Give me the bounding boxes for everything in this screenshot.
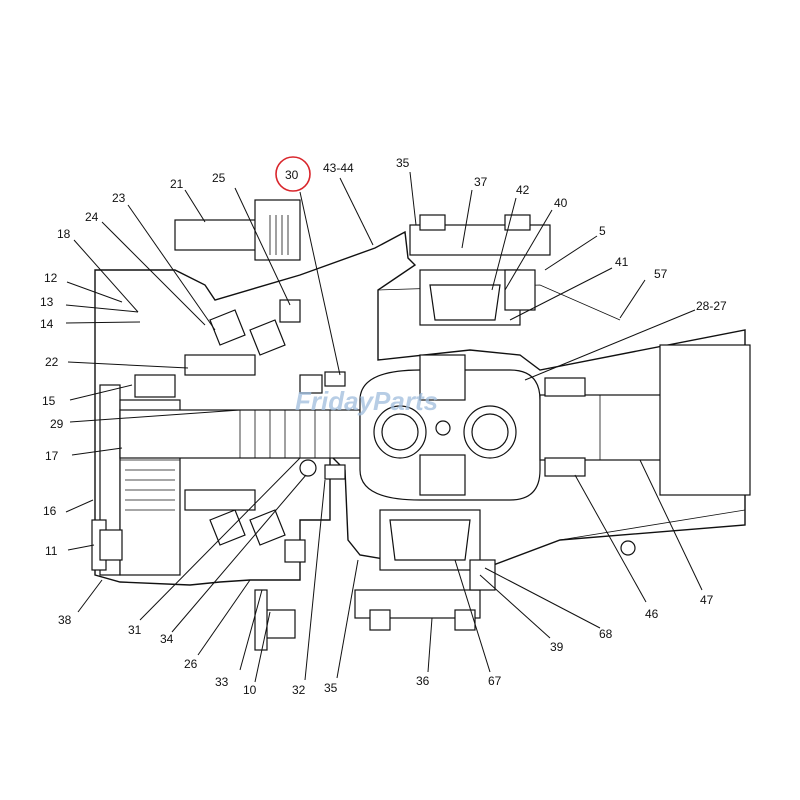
callout-5: 5: [599, 224, 606, 238]
callout-47: 47: [700, 593, 714, 607]
callout-35-bottom: 35: [324, 681, 338, 695]
callout-33: 33: [215, 675, 229, 689]
main-shaft: [119, 354, 361, 511]
leader-lines: [65, 171, 703, 683]
highlight-circle: [275, 156, 311, 192]
callout-21: 21: [170, 177, 184, 191]
callout-67: 67: [488, 674, 502, 688]
lower-bearing-housing: [354, 509, 636, 631]
center-gear-assembly: [359, 354, 541, 501]
callout-10: 10: [243, 683, 257, 697]
callout-40: 40: [554, 196, 568, 210]
callout-23: 23: [112, 191, 126, 205]
callout-37: 37: [474, 175, 488, 189]
motor-cylinder-top: [174, 199, 301, 261]
callout-13: 13: [40, 295, 54, 309]
callout-15: 15: [42, 394, 56, 408]
upper-bearing-housing: [409, 214, 551, 326]
callout-32: 32: [292, 683, 306, 697]
callout-31: 31: [128, 623, 142, 637]
upper-bearings: [209, 299, 301, 356]
watermark: FridayParts: [295, 386, 438, 416]
callout-30: 30: [285, 168, 299, 182]
callout-34: 34: [160, 632, 174, 646]
callout-57: 57: [654, 267, 668, 281]
callout-26: 26: [184, 657, 198, 671]
callout-43-44: 43-44: [323, 161, 354, 175]
callout-22: 22: [45, 355, 59, 369]
end-cover: [91, 384, 181, 576]
callout-18: 18: [57, 227, 71, 241]
shaft-seals: [299, 371, 346, 480]
callout-41: 41: [615, 255, 629, 269]
callout-28-27: 28-27: [696, 299, 727, 313]
callout-46: 46: [645, 607, 659, 621]
callout-36: 36: [416, 674, 430, 688]
callout-25: 25: [212, 171, 226, 185]
callout-68: 68: [599, 627, 613, 641]
callout-29: 29: [50, 417, 64, 431]
callout-16: 16: [43, 504, 57, 518]
callout-11: 11: [45, 544, 58, 558]
callout-labels: 30 43-44 35 37 42 40 5 41 57 28-27 21 25…: [40, 156, 727, 697]
callout-17: 17: [45, 449, 59, 463]
axle-shaft: [539, 344, 751, 496]
callout-39: 39: [550, 640, 564, 654]
callout-14: 14: [40, 317, 54, 331]
callout-35-top: 35: [396, 156, 410, 170]
callout-38: 38: [58, 613, 72, 627]
callout-42: 42: [516, 183, 530, 197]
callout-12: 12: [44, 271, 58, 285]
callout-24: 24: [85, 210, 99, 224]
